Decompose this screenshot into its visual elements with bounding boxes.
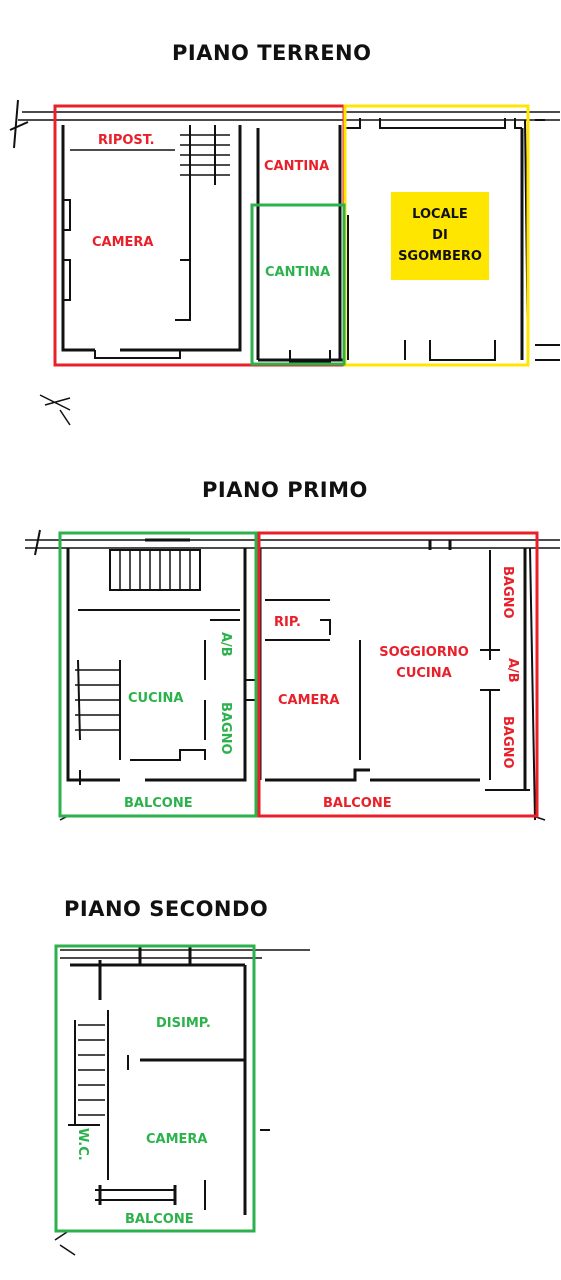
second-green-zone xyxy=(54,944,256,1233)
first-cucina-label: CUCINA xyxy=(128,691,184,706)
first-bagno-right-top-label: BAGNO xyxy=(500,566,515,619)
second-floor-walls xyxy=(54,945,310,1256)
locale-line3-label: SGOMBERO xyxy=(398,249,482,264)
first-ab-right-label: A/B xyxy=(505,658,520,683)
second-floor-heading: PIANO SECONDO xyxy=(64,897,269,921)
first-balcone-left-label: BALCONE xyxy=(124,796,193,811)
locale-line2-label: DI xyxy=(432,228,448,243)
ground-camera-label: CAMERA xyxy=(92,235,154,250)
ground-green-zone xyxy=(250,203,346,366)
locale-di-sgombero-box xyxy=(391,192,489,280)
first-ab-left-label: A/B xyxy=(218,632,233,657)
ground-floor-walls xyxy=(9,99,560,426)
first-bagno-right-bottom-label: BAGNO xyxy=(500,716,515,769)
first-floor-walls xyxy=(25,529,560,821)
second-disimp-label: DISIMP. xyxy=(156,1016,211,1031)
first-soggiorno-line1-label: SOGGIORNO xyxy=(379,645,469,660)
ground-floor-heading: PIANO TERRENO xyxy=(172,41,372,65)
ground-cantina-green-label: CANTINA xyxy=(265,265,331,280)
first-bagno-left-label: BAGNO xyxy=(218,702,233,755)
first-balcone-right-label: BALCONE xyxy=(323,796,392,811)
first-red-zone xyxy=(257,531,539,818)
first-rip-label: RIP. xyxy=(274,615,301,630)
second-balcone-label: BALCONE xyxy=(125,1212,194,1227)
ground-ripost-label: RIPOST. xyxy=(98,133,155,148)
first-green-zone xyxy=(58,531,258,818)
ground-cantina-top-label: CANTINA xyxy=(264,159,330,174)
second-camera-label: CAMERA xyxy=(146,1132,208,1147)
second-wc-label: W.C. xyxy=(75,1128,90,1161)
first-floor-heading: PIANO PRIMO xyxy=(202,478,368,502)
first-soggiorno-line2-label: CUCINA xyxy=(396,666,452,681)
locale-line1-label: LOCALE xyxy=(412,207,468,222)
first-camera-label: CAMERA xyxy=(278,693,340,708)
